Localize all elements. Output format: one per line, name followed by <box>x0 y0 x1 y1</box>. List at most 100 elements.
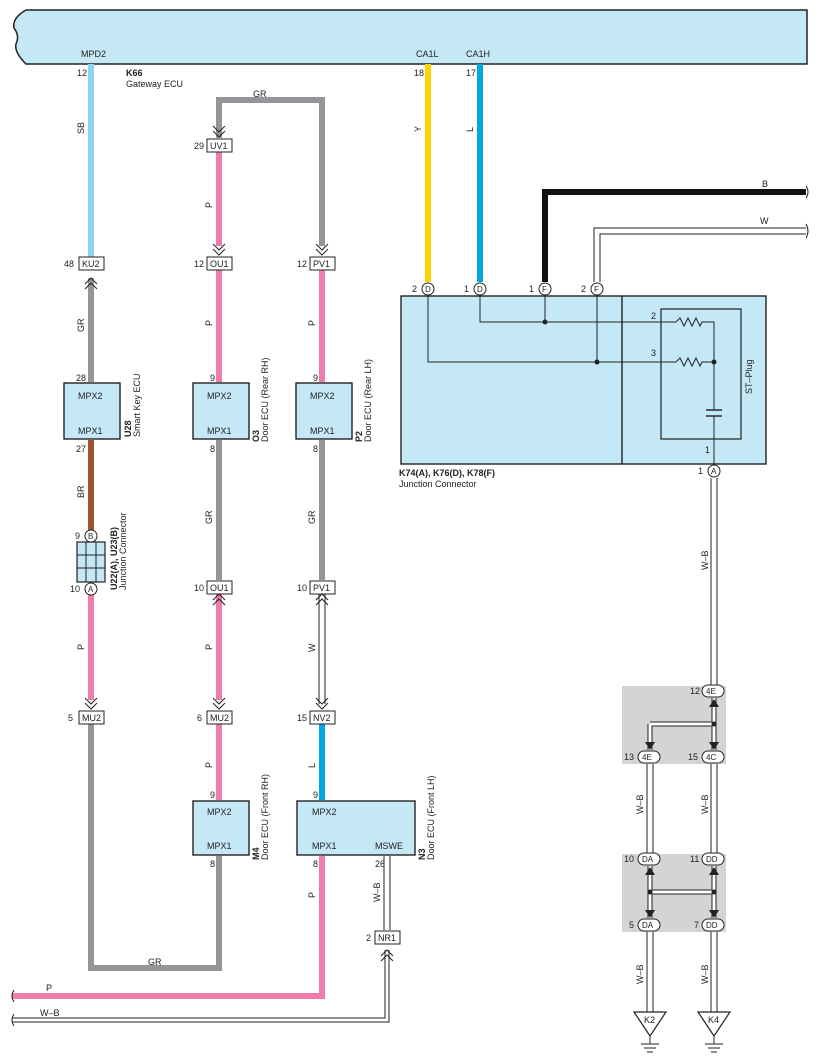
inline-connectors <box>84 125 394 962</box>
label-wb-1: W–B <box>372 882 382 902</box>
svg-text:2: 2 <box>651 311 656 321</box>
svg-text:OU1: OU1 <box>210 259 229 269</box>
svg-text:DA: DA <box>642 921 654 930</box>
pin-num-12: 12 <box>77 68 87 78</box>
n3-id: N3 <box>417 848 427 860</box>
svg-text:9: 9 <box>75 531 80 541</box>
svg-text:15: 15 <box>297 713 307 723</box>
svg-text:3: 3 <box>651 348 656 358</box>
svg-text:F: F <box>594 285 599 294</box>
label-wb-3: W–B <box>635 794 645 814</box>
svg-text:A: A <box>711 467 717 476</box>
svg-text:2: 2 <box>412 284 417 294</box>
svg-text:UV1: UV1 <box>210 141 228 151</box>
u28-mpx2: MPX2 <box>78 391 103 401</box>
svg-text:10: 10 <box>70 584 80 594</box>
wire-gr-loop <box>88 724 222 971</box>
svg-text:4C: 4C <box>706 753 716 762</box>
label-p-6: P <box>307 320 317 326</box>
pin-mpd2: MPD2 <box>81 49 106 59</box>
p2-name: Door ECU (Rear LH) <box>363 359 373 442</box>
m4-id: M4 <box>251 847 261 860</box>
svg-text:PV1: PV1 <box>313 583 330 593</box>
svg-text:15: 15 <box>688 752 698 762</box>
door-ecu-rear-rh-box <box>192 382 250 440</box>
svg-text:B: B <box>88 532 93 541</box>
svg-text:NR1: NR1 <box>378 933 396 943</box>
svg-text:1: 1 <box>698 466 703 476</box>
svg-text:12: 12 <box>194 259 204 269</box>
n3-name: Door ECU (Front LH) <box>426 775 436 860</box>
svg-text:MPX2: MPX2 <box>312 807 337 817</box>
gateway-id: K66 <box>126 68 143 78</box>
svg-text:9: 9 <box>210 790 215 800</box>
junction-connector-u22 <box>76 529 106 596</box>
ground-k2-label: K2 <box>644 1015 655 1025</box>
svg-text:12: 12 <box>690 686 700 696</box>
svg-text:D: D <box>425 285 431 294</box>
svg-text:48: 48 <box>64 259 74 269</box>
m4-name: Door ECU (Front RH) <box>260 774 270 860</box>
label-wb-2: W–B <box>700 550 710 570</box>
svg-text:5: 5 <box>629 920 634 930</box>
svg-text:8: 8 <box>313 859 318 869</box>
u28-id: U28 <box>123 420 133 437</box>
label-p-5: P <box>204 762 214 768</box>
gateway-name: Gateway ECU <box>126 79 183 89</box>
svg-text:26: 26 <box>375 859 385 869</box>
svg-text:MU2: MU2 <box>82 713 101 723</box>
svg-text:4E: 4E <box>642 753 652 762</box>
label-b: B <box>762 179 768 189</box>
svg-text:4E: 4E <box>706 687 716 696</box>
svg-text:1: 1 <box>705 445 710 455</box>
svg-text:DA: DA <box>642 855 654 864</box>
svg-text:A: A <box>88 585 94 594</box>
svg-text:11: 11 <box>690 854 699 864</box>
u22-name: Junction Connector <box>118 512 128 590</box>
p2-id: P2 <box>354 431 364 442</box>
svg-text:29: 29 <box>194 141 204 151</box>
label-wb-4: W–B <box>700 794 710 814</box>
svg-text:PV1: PV1 <box>313 259 330 269</box>
label-gr-2: GR <box>204 510 214 524</box>
wire-labels: SB GR GR BR P P P GR P P P GR W L P W–B … <box>40 89 769 1018</box>
label-p-7: P <box>307 892 317 898</box>
svg-text:7: 7 <box>694 920 699 930</box>
svg-text:DD: DD <box>706 855 718 864</box>
wire-b <box>542 189 806 282</box>
junction-block-bottom <box>622 852 726 932</box>
svg-text:6: 6 <box>197 713 202 723</box>
junction-connector-k74 <box>400 282 767 478</box>
svg-text:MPX2: MPX2 <box>310 391 335 401</box>
svg-text:10: 10 <box>624 854 634 864</box>
svg-text:MPX2: MPX2 <box>207 391 232 401</box>
svg-text:F: F <box>542 285 547 294</box>
wire-p-bottom <box>12 856 325 999</box>
svg-text:28: 28 <box>76 373 86 383</box>
ground-k4-label: K4 <box>708 1015 719 1025</box>
svg-text:MPX2: MPX2 <box>207 807 232 817</box>
svg-text:1: 1 <box>529 284 534 294</box>
svg-text:KU2: KU2 <box>82 259 100 269</box>
pin-ca1h: CA1H <box>466 49 490 59</box>
svg-text:NV2: NV2 <box>313 713 331 723</box>
svg-text:5: 5 <box>68 713 73 723</box>
ground-k2-icon <box>632 1011 668 1053</box>
label-wb-6: W–B <box>700 964 710 984</box>
door-ecu-rear-lh-box <box>295 382 353 440</box>
door-ecu-front-rh-box <box>192 800 250 856</box>
label-br: BR <box>76 485 86 498</box>
wires <box>12 64 806 1023</box>
gateway-ecu-box <box>13 9 808 65</box>
svg-text:MPX1: MPX1 <box>310 426 335 436</box>
u28-name: Smart Key ECU <box>132 373 142 437</box>
ground-k4-icon <box>696 1011 732 1053</box>
svg-text:2: 2 <box>366 933 371 943</box>
smart-key-ecu-box <box>63 382 121 440</box>
svg-text:8: 8 <box>210 444 215 454</box>
label-wb-5: W–B <box>635 964 645 984</box>
label-l-2: L <box>465 127 475 132</box>
label-w-2: W <box>760 216 769 226</box>
svg-text:2: 2 <box>581 284 586 294</box>
label-wb-bottom: W–B <box>40 1008 60 1018</box>
